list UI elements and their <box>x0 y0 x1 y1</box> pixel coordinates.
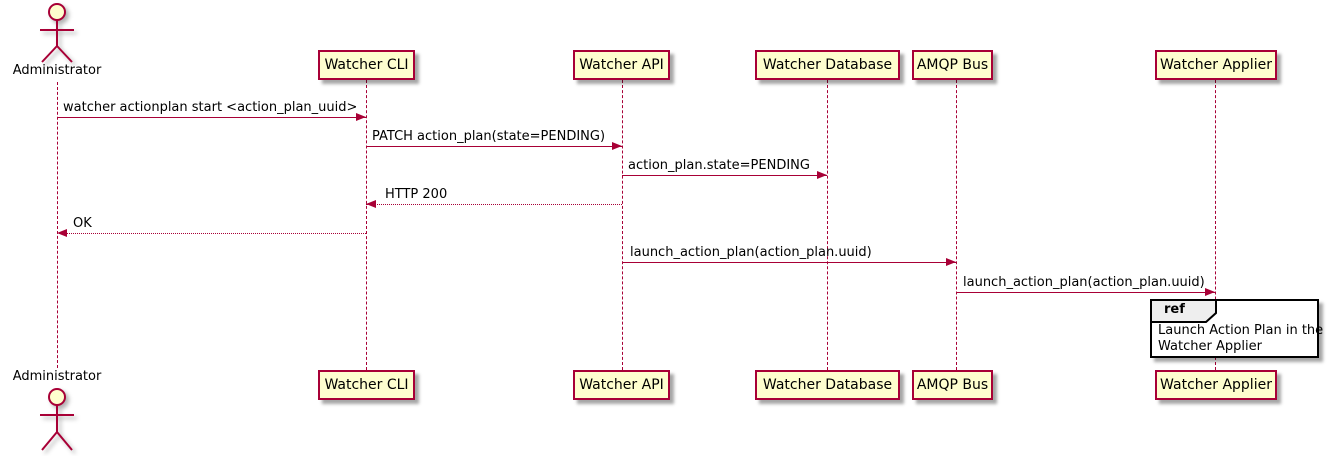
participant-watcher-database-bottom: Watcher Database <box>755 370 900 400</box>
ref-text-line: Watcher Applier <box>1158 339 1262 354</box>
lifeline-watcher-api <box>622 80 623 370</box>
participant-watcher-applier-bottom: Watcher Applier <box>1155 370 1277 400</box>
message-arrow <box>956 292 1215 293</box>
message-label: OK <box>73 216 92 231</box>
participant-label: Watcher Applier <box>1160 377 1272 393</box>
arrowhead-left-icon <box>366 200 376 208</box>
message-return-arrow <box>366 204 622 205</box>
participant-watcher-database: Watcher Database <box>755 50 900 80</box>
message-label: HTTP 200 <box>385 187 448 202</box>
participant-label: Watcher CLI <box>324 377 409 393</box>
lifeline-watcher-cli <box>366 80 367 370</box>
ref-text-line: Launch Action Plan in the <box>1158 323 1324 338</box>
arrowhead-left-icon <box>57 229 67 237</box>
lifeline-watcher-applier <box>1215 80 1216 370</box>
message-label: watcher actionplan start <action_plan_uu… <box>63 100 358 115</box>
actor-icon <box>40 3 74 63</box>
actor-label: Administrator <box>12 63 102 78</box>
ref-fragment: ref Launch Action Plan in the Watcher Ap… <box>1150 299 1323 358</box>
arrowhead-right-icon <box>946 258 956 266</box>
actor-label-bottom: Administrator <box>12 369 102 384</box>
participant-watcher-cli: Watcher CLI <box>318 50 415 80</box>
lifeline-administrator <box>57 82 58 368</box>
arrowhead-right-icon <box>817 171 827 179</box>
participant-label: Watcher Database <box>762 377 893 393</box>
message-arrow <box>622 262 956 263</box>
participant-watcher-cli-bottom: Watcher CLI <box>318 370 415 400</box>
participant-label: Watcher API <box>579 57 664 73</box>
participant-watcher-applier: Watcher Applier <box>1155 50 1277 80</box>
participant-watcher-api-bottom: Watcher API <box>573 370 670 400</box>
message-label: action_plan.state=PENDING <box>628 158 810 173</box>
lifeline-watcher-database <box>827 80 828 370</box>
arrowhead-right-icon <box>356 113 366 121</box>
participant-label: AMQP Bus <box>916 377 989 393</box>
arrowhead-right-icon <box>612 142 622 150</box>
participant-amqp-bus-bottom: AMQP Bus <box>912 370 993 400</box>
participant-label: Watcher CLI <box>324 57 409 73</box>
participant-label: AMQP Bus <box>916 57 989 73</box>
message-arrow <box>366 146 622 147</box>
message-label: launch_action_plan(action_plan.uuid) <box>630 245 872 260</box>
message-label: launch_action_plan(action_plan.uuid) <box>963 275 1205 290</box>
message-arrow <box>622 175 827 176</box>
participant-label: Watcher Database <box>762 57 893 73</box>
participant-amqp-bus: AMQP Bus <box>912 50 993 80</box>
participant-label: Watcher API <box>579 377 664 393</box>
lifeline-amqp-bus <box>956 80 957 370</box>
ref-tab-pentagon-icon <box>1150 299 1217 323</box>
participant-label: Watcher Applier <box>1160 57 1272 73</box>
message-arrow <box>57 117 366 118</box>
message-return-arrow <box>57 233 366 234</box>
actor-icon-bottom <box>40 388 74 451</box>
participant-watcher-api: Watcher API <box>573 50 670 80</box>
ref-keyword: ref <box>1164 302 1185 317</box>
arrowhead-right-icon <box>1205 288 1215 296</box>
ref-text: Launch Action Plan in the Watcher Applie… <box>1158 323 1323 355</box>
message-label: PATCH action_plan(state=PENDING) <box>372 129 606 144</box>
